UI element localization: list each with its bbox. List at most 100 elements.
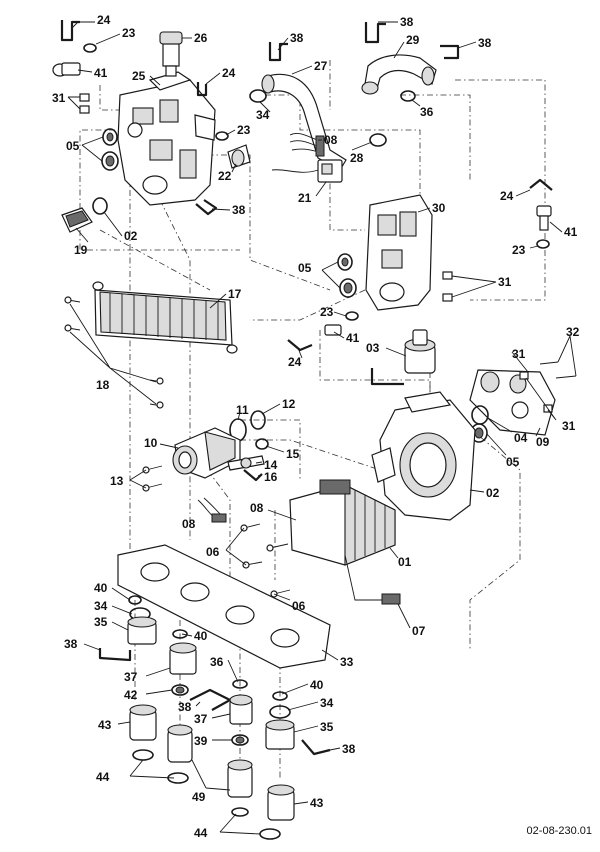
part-label: 24 xyxy=(288,355,302,369)
part-label: 06 xyxy=(292,599,306,613)
part-label: 23 xyxy=(512,243,526,257)
part-label: 08 xyxy=(250,501,264,515)
part-label: 34 xyxy=(94,599,108,613)
part-label: 30 xyxy=(432,201,446,215)
part-label: 38 xyxy=(178,700,192,714)
drawing-reference-code: 02-08-230.01 xyxy=(527,825,592,837)
part-label: 08 xyxy=(182,517,196,531)
part-label: 05 xyxy=(298,261,312,275)
part-label: 29 xyxy=(406,33,420,47)
seal-rings-upper-left xyxy=(101,128,119,171)
part-label: 17 xyxy=(228,287,242,301)
part-label: 41 xyxy=(94,66,108,80)
small-nuts-31 xyxy=(79,93,90,114)
ring-34a xyxy=(249,89,267,103)
heat-exchanger xyxy=(92,281,238,354)
part-label: 06 xyxy=(206,545,220,559)
clip-24c xyxy=(529,178,553,191)
part-label: 24 xyxy=(97,13,111,27)
part-label: 40 xyxy=(94,581,108,595)
seal-rings-middle xyxy=(337,253,357,298)
cable-08b xyxy=(197,497,227,523)
part-label: 08 xyxy=(324,133,338,147)
part-label: 35 xyxy=(94,615,108,629)
part-label: 19 xyxy=(74,243,88,257)
o-ring-23d xyxy=(345,311,359,321)
part-label: 44 xyxy=(96,770,110,784)
part-label: 41 xyxy=(564,225,578,239)
sensor-26 xyxy=(159,31,183,77)
part-label: 38 xyxy=(342,742,356,756)
cable-08a xyxy=(289,132,325,157)
alignment-guides xyxy=(79,60,546,790)
stem-14 xyxy=(227,455,265,471)
o-ring-23c xyxy=(536,239,550,249)
screws-32 xyxy=(539,361,577,379)
nuts-31b xyxy=(442,271,453,302)
part-label: 43 xyxy=(98,718,112,732)
part-label: 23 xyxy=(320,305,334,319)
part-label: 38 xyxy=(400,15,414,29)
part-label: 36 xyxy=(210,655,224,669)
clip-24d xyxy=(287,339,313,352)
part-label: 38 xyxy=(290,31,304,45)
part-label: 43 xyxy=(310,796,324,810)
part-label: 37 xyxy=(194,712,208,726)
ring-28 xyxy=(369,133,387,147)
valve-block-upper xyxy=(117,71,216,206)
pipe-29 xyxy=(361,54,437,95)
part-label: 02 xyxy=(124,229,138,243)
part-label: 21 xyxy=(298,191,312,205)
part-labels: 24 23 26 41 25 24 31 05 23 22 38 19 02 1… xyxy=(52,13,580,840)
part-label: 09 xyxy=(536,435,550,449)
part-label: 34 xyxy=(320,696,334,710)
screws-18 xyxy=(64,296,164,409)
part-label: 18 xyxy=(96,378,110,392)
valve-block-middle xyxy=(365,194,433,311)
clip-38b xyxy=(268,42,288,62)
part-label: 42 xyxy=(124,688,138,702)
part-label: 23 xyxy=(237,123,251,137)
part-label: 27 xyxy=(314,59,328,73)
fittings-bottom xyxy=(98,595,331,840)
part-label: 38 xyxy=(64,637,78,651)
clip-upper-left xyxy=(60,20,80,42)
clip-38a xyxy=(195,199,218,216)
o-ring-23a xyxy=(83,43,97,53)
part-label: 32 xyxy=(566,325,580,339)
part-label: 14 xyxy=(264,458,278,472)
part-label: 24 xyxy=(222,66,236,80)
part-label: 38 xyxy=(478,36,492,50)
part-label: 02 xyxy=(486,486,500,500)
leader-lines xyxy=(67,21,577,835)
part-label: 41 xyxy=(346,331,360,345)
seal-02a xyxy=(92,197,108,215)
bleed-screw-41c xyxy=(324,324,342,336)
part-label: 31 xyxy=(52,91,66,105)
pipe-27 xyxy=(261,73,347,171)
part-label: 36 xyxy=(420,105,434,119)
part-label: 26 xyxy=(194,31,208,45)
fitting-22 xyxy=(227,144,251,169)
part-label: 11 xyxy=(236,403,249,417)
clip-16 xyxy=(243,469,263,482)
part-label: 12 xyxy=(282,397,296,411)
part-label: 07 xyxy=(412,624,426,638)
clip-38c xyxy=(364,22,386,44)
valve-actuator xyxy=(172,427,241,479)
part-label: 31 xyxy=(562,419,576,433)
part-label: 40 xyxy=(310,678,324,692)
filter-19 xyxy=(61,207,93,233)
base-plate xyxy=(117,544,331,669)
part-label: 38 xyxy=(232,203,246,217)
pump-housing xyxy=(371,391,476,521)
clip-38d xyxy=(440,44,460,60)
part-label: 44 xyxy=(194,826,208,840)
part-label: 34 xyxy=(256,108,270,122)
part-label: 33 xyxy=(340,655,354,669)
air-vent xyxy=(370,329,436,386)
ring-36a xyxy=(400,90,416,102)
part-label: 31 xyxy=(498,275,512,289)
part-label: 22 xyxy=(218,169,232,183)
part-label: 05 xyxy=(66,139,80,153)
